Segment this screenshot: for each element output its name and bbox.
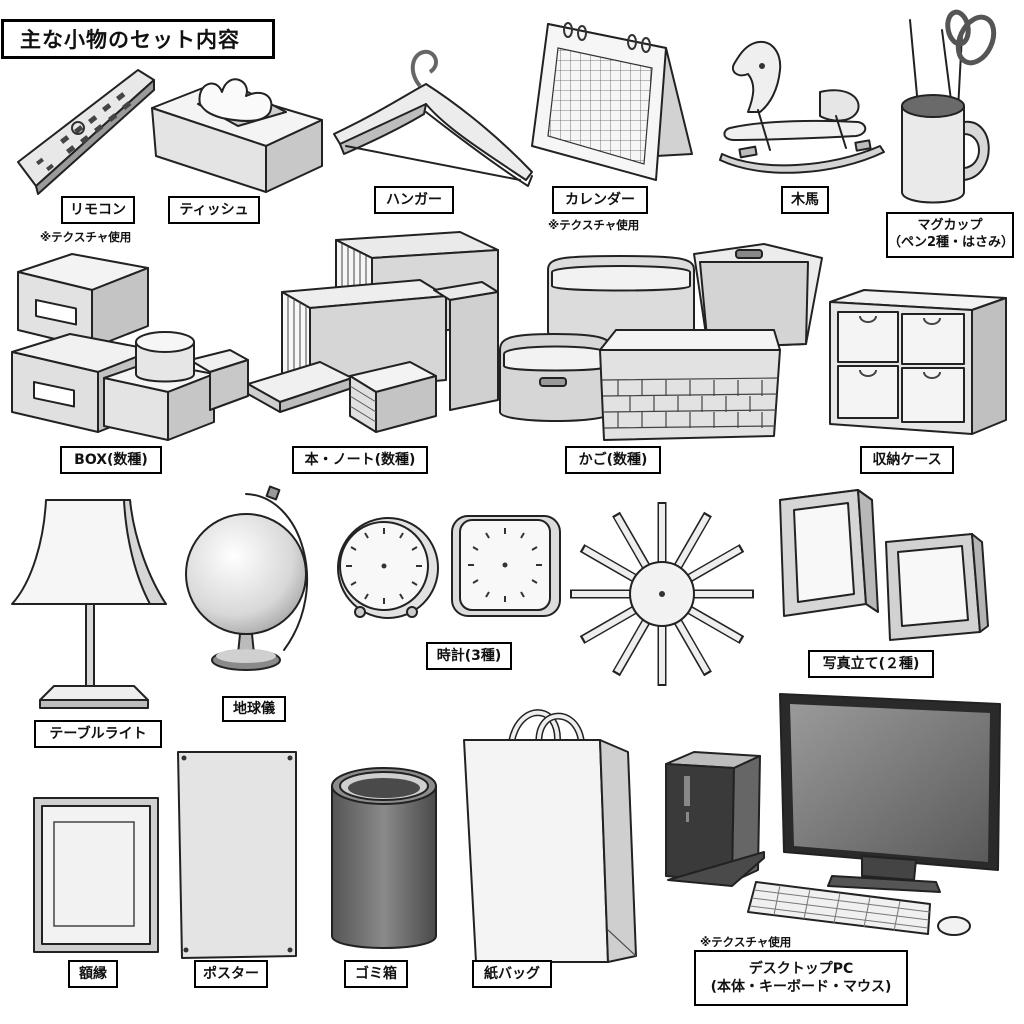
remote-illustration — [17, 69, 155, 195]
storage-case-illustration — [829, 289, 1007, 435]
rocking-horse-illustration — [719, 41, 885, 174]
desktop-pc-illustration — [665, 693, 1001, 936]
label-photo: 写真立て(２種) — [808, 650, 934, 678]
trash-bin-illustration — [331, 767, 437, 949]
poster-illustration — [177, 751, 297, 959]
calendar-illustration — [531, 22, 693, 181]
frame-illustration — [33, 797, 159, 953]
label-basket: かご(数種) — [565, 446, 661, 474]
label-clock: 時計(3種) — [426, 642, 512, 670]
books-illustration — [247, 231, 499, 433]
paper-bag-illustration — [463, 709, 637, 963]
label-horse: 木馬 — [781, 186, 829, 214]
globe-illustration — [185, 485, 308, 671]
page-title: 主な小物のセット内容 — [1, 19, 275, 59]
label-globe: 地球儀 — [222, 696, 286, 722]
note-pc: ※テクスチャ使用 — [700, 935, 792, 949]
label-calendar: カレンダー — [552, 186, 648, 214]
box-illustration — [11, 253, 249, 441]
label-box: BOX(数種) — [60, 446, 162, 474]
photo-stand-illustration — [779, 489, 989, 641]
clock-illustration — [337, 502, 754, 686]
label-books: 本・ノート(数種) — [292, 446, 428, 474]
label-poster: ポスター — [194, 960, 268, 988]
basket-illustration — [499, 243, 823, 441]
mug-illustration — [901, 9, 997, 204]
note-remote: ※テクスチャ使用 — [40, 230, 132, 244]
label-lamp: テーブルライト — [34, 720, 162, 748]
label-trash: ゴミ箱 — [344, 960, 408, 988]
note-calendar: ※テクスチャ使用 — [548, 218, 640, 232]
tissue-illustration — [151, 78, 323, 193]
label-tissue: ティッシュ — [168, 196, 260, 224]
hanger-illustration — [333, 49, 533, 187]
label-frame: 額縁 — [68, 960, 118, 988]
label-hanger: ハンガー — [374, 186, 454, 214]
label-remote: リモコン — [61, 196, 135, 224]
label-paperbag: 紙バッグ — [472, 960, 552, 988]
lamp-illustration — [11, 499, 167, 709]
label-pc: デスクトップPC (本体・キーボード・マウス) — [694, 950, 908, 1006]
label-storage: 収納ケース — [860, 446, 954, 474]
label-mug: マグカップ （ペン2種・はさみ） — [886, 212, 1014, 258]
